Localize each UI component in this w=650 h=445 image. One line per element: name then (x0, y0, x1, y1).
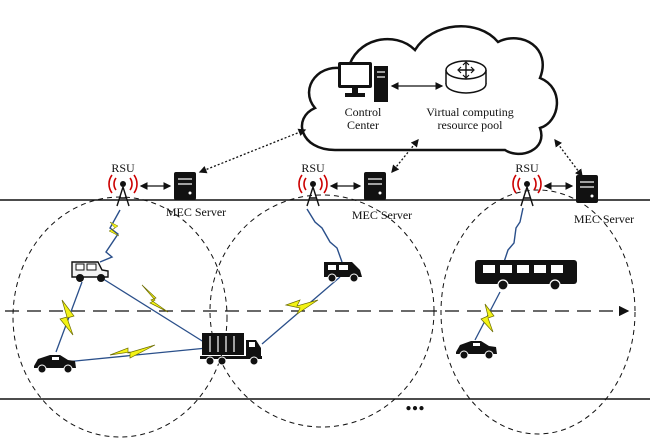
car-icon (456, 341, 497, 360)
v2v-links (55, 271, 501, 363)
wireless-links (99, 207, 524, 263)
antenna-tower-icon (108, 174, 138, 207)
rsu-label-3: RSU (515, 161, 539, 175)
rsu-label-2: RSU (301, 161, 325, 175)
truck-icon (200, 333, 262, 366)
server-icon (174, 172, 196, 200)
server-icon (364, 172, 386, 200)
mec-server-label-2: MEC Server (352, 208, 412, 222)
van-icon (324, 262, 362, 283)
control-center-label-1: Control (345, 105, 382, 119)
mec-server-label-1: MEC Server (166, 205, 226, 219)
more-rsus-ellipsis: ... (405, 387, 425, 416)
jeep-icon (71, 261, 109, 282)
router-icon (445, 60, 487, 94)
antenna-tower-icon (512, 174, 542, 207)
coverage-area-3 (440, 189, 636, 435)
coverage-area-1 (12, 196, 228, 438)
rsu-label-1: RSU (111, 161, 135, 175)
lightning-link-icon (59, 221, 495, 359)
desktop-computer-icon (338, 62, 388, 102)
bus-icon (475, 260, 577, 291)
car-icon (34, 355, 76, 374)
coverage-area-2 (209, 194, 435, 428)
resource-pool-label-1: Virtual computing (426, 105, 514, 119)
mec-server-label-3: MEC Server (574, 212, 634, 226)
server-icon (576, 175, 598, 203)
control-center-label-2: Center (347, 118, 379, 132)
cloud-to-mec-link-3 (554, 138, 583, 178)
resource-pool-label-2: resource pool (438, 118, 504, 132)
antenna-tower-icon (298, 174, 328, 207)
cloud-to-mec-link-2 (391, 138, 419, 174)
cloud-to-mec-link-1 (198, 128, 307, 174)
cloud-icon (300, 25, 559, 156)
